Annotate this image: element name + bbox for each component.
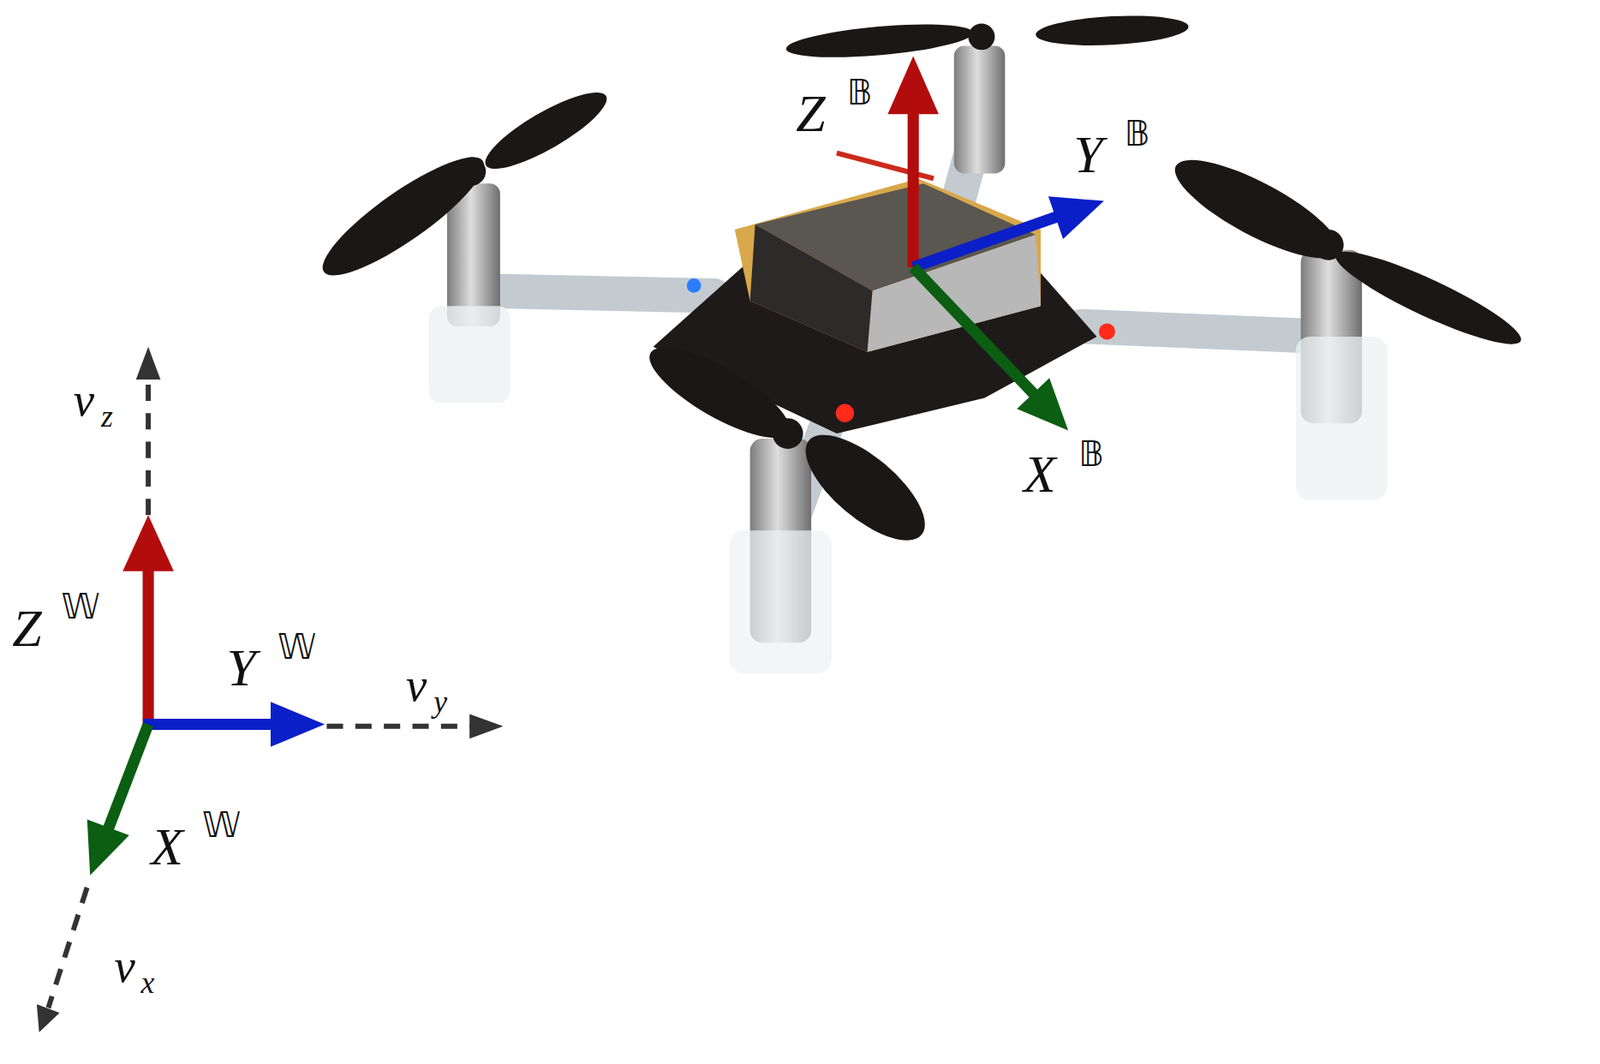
axis-letter: X — [1023, 447, 1057, 502]
velocity-subscript: y — [433, 686, 448, 718]
frame-superscript: 𝕎 — [61, 589, 101, 625]
frame-superscript: 𝕎 — [202, 807, 241, 843]
frame-superscript: 𝕎 — [277, 629, 317, 665]
velocity-subscript: z — [101, 401, 114, 433]
axis-letter: Z — [795, 87, 825, 141]
axis-letter: Y — [226, 641, 257, 695]
velocity-subscript: x — [140, 967, 155, 999]
drone-motors — [429, 46, 1388, 501]
velocity-symbol: v — [113, 943, 135, 991]
axis-letter: Y — [1073, 128, 1103, 182]
world-frame-axes — [36, 346, 504, 1033]
led — [1098, 322, 1116, 340]
drone-battery — [734, 153, 1041, 353]
led — [835, 404, 854, 423]
axis-letter: Z — [11, 602, 42, 656]
velocity-symbol: v — [405, 662, 427, 710]
frame-superscript: 𝔹 — [847, 75, 873, 111]
motor-mount — [729, 530, 832, 674]
frame-superscript: 𝔹 — [1124, 116, 1151, 152]
axis-letter: X — [150, 820, 184, 874]
led — [686, 278, 702, 293]
frame-superscript: 𝔹 — [1078, 436, 1105, 472]
body-frame-axes — [887, 55, 1104, 430]
drone-propellers — [310, 11, 1529, 558]
velocity-symbol: v — [73, 376, 95, 424]
